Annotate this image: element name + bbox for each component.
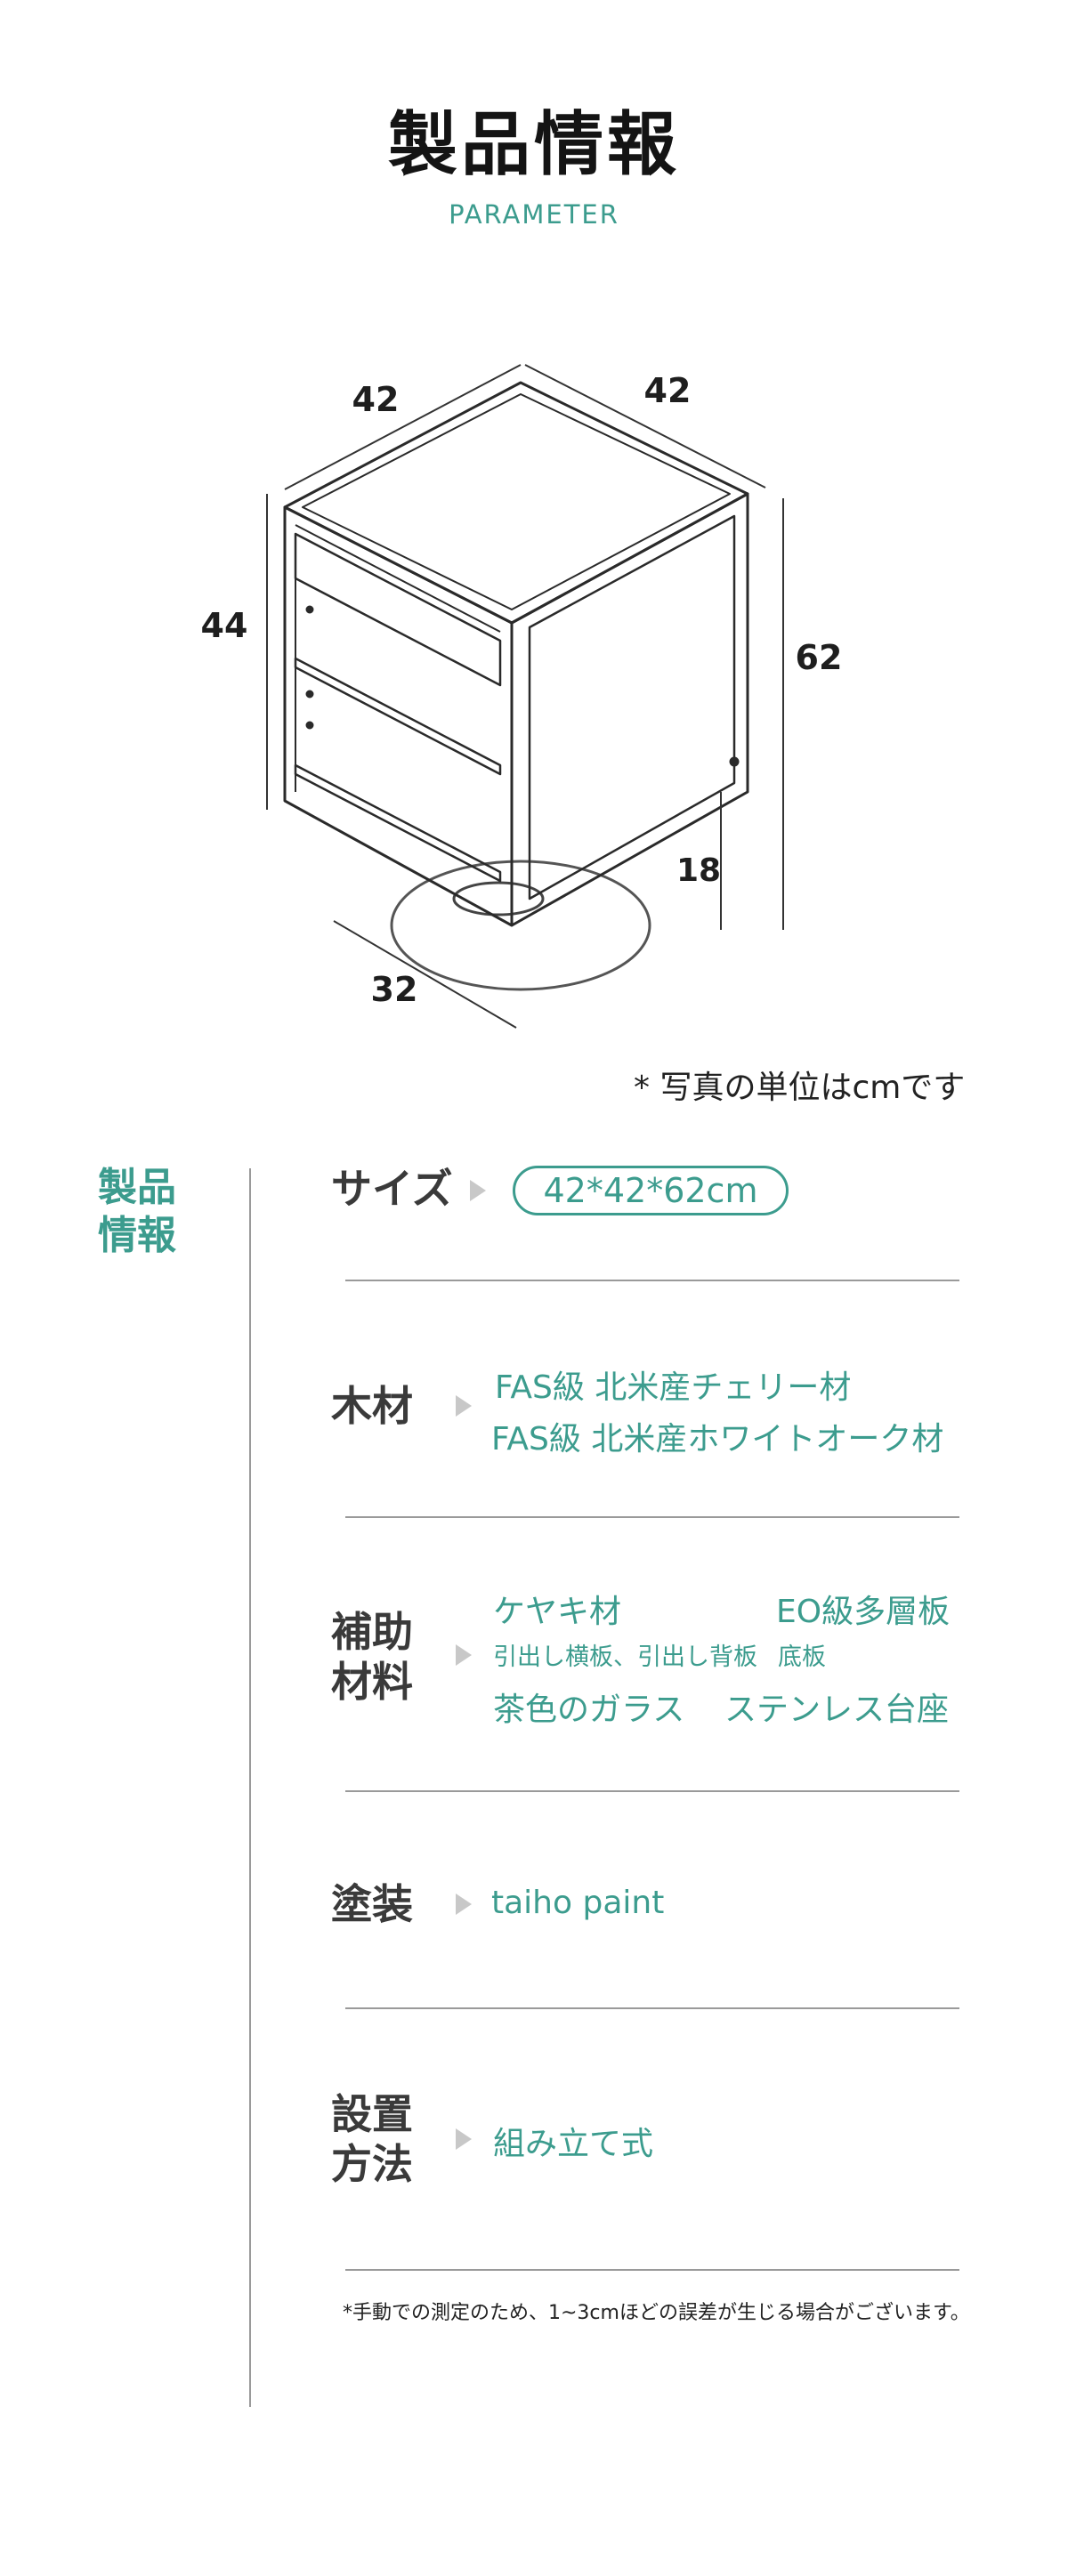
wood-label: 木材 bbox=[331, 1382, 413, 1430]
measurement-footnote: *手動での測定のため、1~3cmほどの誤差が生じる場合がございます。 bbox=[343, 2302, 970, 2324]
base-column bbox=[452, 881, 545, 917]
install-label-line-2: 方法 bbox=[331, 2140, 413, 2188]
size-value-badge: 42*42*62cm bbox=[513, 1166, 789, 1215]
row-divider bbox=[345, 2007, 959, 2009]
product-dimension-diagram: 42 42 44 62 18 32 bbox=[201, 364, 843, 1029]
install-value: 組み立て式 bbox=[493, 2126, 654, 2162]
paint-value: taiho paint bbox=[491, 1885, 665, 1921]
side-face bbox=[511, 492, 749, 927]
arrow-right-icon bbox=[456, 1395, 472, 1417]
aux-value-eo-plywood: EO級多層板 bbox=[776, 1594, 951, 1630]
section-title-line-1: 製品 bbox=[98, 1165, 176, 1210]
page-title: 製品情報 bbox=[387, 105, 680, 185]
row-divider bbox=[345, 1280, 959, 1281]
arrow-right-icon bbox=[456, 1894, 472, 1915]
aux-value-drawer-panels: 引出し横板、引出し背板 bbox=[493, 1643, 757, 1671]
page-subtitle: PARAMETER bbox=[449, 199, 619, 230]
wood-value-2: FAS級 北米産ホワイトオーク材 bbox=[491, 1421, 944, 1458]
front-face bbox=[283, 505, 514, 927]
drawer bbox=[294, 532, 502, 687]
arrow-right-icon bbox=[456, 2128, 472, 2150]
install-label: 設置 方法 bbox=[331, 2089, 413, 2189]
arrow-right-icon bbox=[470, 1180, 486, 1201]
row-divider bbox=[345, 2269, 959, 2271]
aux-label-line-2: 材料 bbox=[331, 1658, 413, 1706]
size-label: サイズ bbox=[331, 1165, 453, 1213]
aux-value-bottom-board: 底板 bbox=[778, 1643, 826, 1671]
arrow-right-icon bbox=[456, 1644, 472, 1666]
dim-left-height: 44 bbox=[201, 606, 248, 645]
wood-value-1: FAS級 北米産チェリー材 bbox=[495, 1369, 852, 1406]
vertical-divider bbox=[249, 1168, 251, 2407]
paint-label: 塗装 bbox=[331, 1880, 413, 1928]
nightstand-drawing bbox=[283, 381, 749, 991]
aux-material-label: 補助 材料 bbox=[331, 1607, 413, 1707]
aux-value-keyaki: ケヤキ材 bbox=[493, 1594, 622, 1630]
dim-top-left: 42 bbox=[352, 380, 400, 419]
shelf-1 bbox=[294, 657, 502, 776]
aux-value-stainless-base: ステンレス台座 bbox=[724, 1692, 950, 1728]
aux-label-line-1: 補助 bbox=[331, 1608, 413, 1656]
dimension-lines bbox=[266, 364, 784, 1029]
dim-right-height: 62 bbox=[796, 638, 843, 677]
row-divider bbox=[345, 1790, 959, 1792]
photo-unit-note: * 写真の単位はcmです bbox=[634, 1070, 966, 1106]
dim-top-right: 42 bbox=[644, 371, 692, 410]
dim-base-diameter: 32 bbox=[371, 970, 418, 1009]
row-divider bbox=[345, 1516, 959, 1518]
aux-value-brown-glass: 茶色のガラス bbox=[493, 1692, 685, 1728]
section-title-line-2: 情報 bbox=[98, 1213, 176, 1258]
install-label-line-1: 設置 bbox=[331, 2090, 413, 2138]
dim-base-height: 18 bbox=[676, 852, 721, 889]
section-title: 製品 情報 bbox=[98, 1164, 196, 1260]
